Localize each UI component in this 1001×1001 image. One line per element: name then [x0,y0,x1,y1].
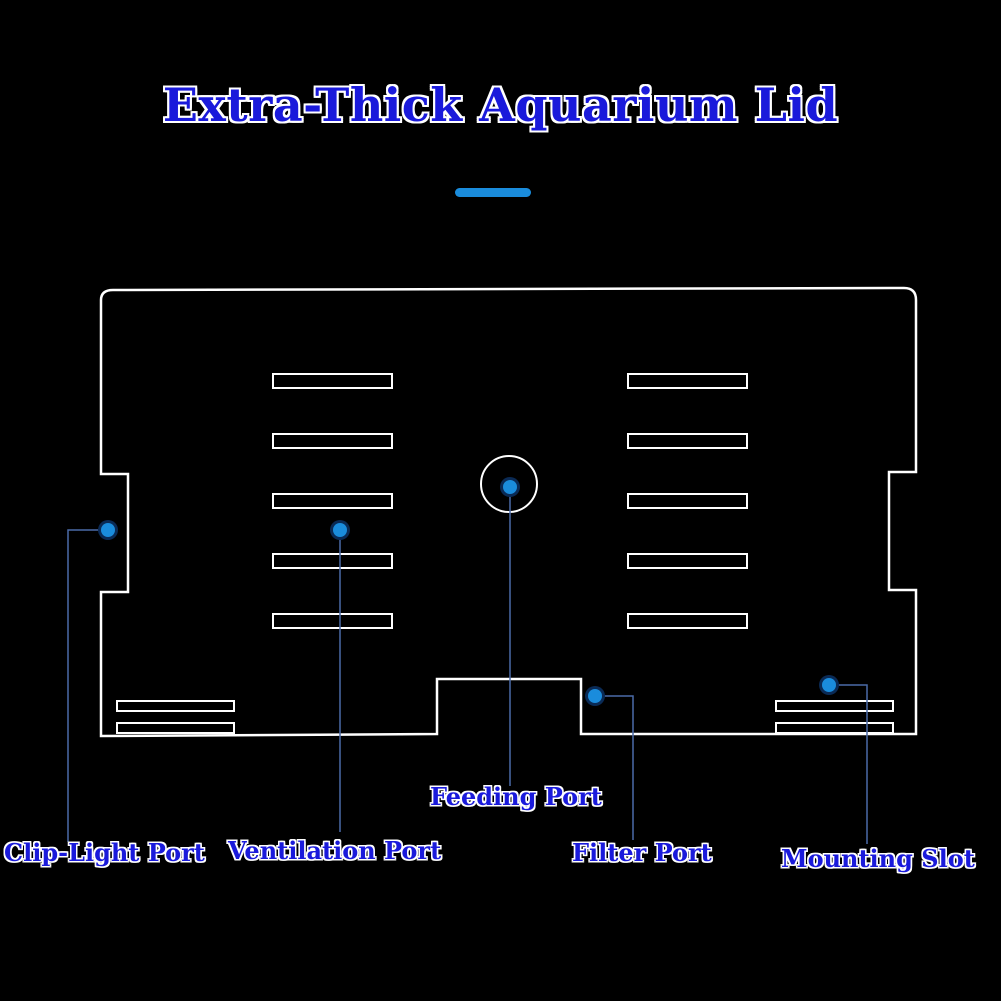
callout-label-feeding: Feeding Port [430,782,602,811]
feeding-port-circle [480,455,538,513]
callout-label-filter: Filter Port [572,838,712,867]
title-accent-bar [455,188,531,197]
callout-dot-mounting-core [822,678,836,692]
callout-dot-ventilation-core [333,523,347,537]
callout-dots [98,477,839,706]
lid-outline [99,286,918,738]
page-title: Extra-Thick Aquarium Lid [162,78,839,132]
leader-lines [67,488,868,844]
vent-slot [627,373,748,389]
leader-line-clip-light [67,529,108,842]
mounting-slot [116,700,235,712]
ventilation-slots-left [272,373,393,629]
mounting-slot [116,722,235,734]
vent-slot [272,373,393,389]
mounting-slot [775,722,894,734]
vent-slot [627,553,748,569]
vent-slot [627,433,748,449]
ventilation-slots-right [627,373,748,629]
vent-slot [627,493,748,509]
callout-label-clip-light: Clip-Light Port [4,838,205,867]
vent-slot [627,613,748,629]
vent-slot [272,493,393,509]
mounting-slots-left [116,700,235,734]
callout-dot-filter-core [588,689,602,703]
callout-label-ventilation: Ventilation Port [228,836,442,865]
leader-line-mounting [829,684,868,844]
leader-line-filter [595,695,634,840]
callout-dot-clip-light-core [101,523,115,537]
vent-slot [272,613,393,629]
callout-label-mounting: Mounting Slot [781,844,975,873]
vent-slot [272,553,393,569]
callout-dot-feeding-core [503,480,517,494]
vent-slot [272,433,393,449]
mounting-slot [775,700,894,712]
mounting-slots-right [775,700,894,734]
